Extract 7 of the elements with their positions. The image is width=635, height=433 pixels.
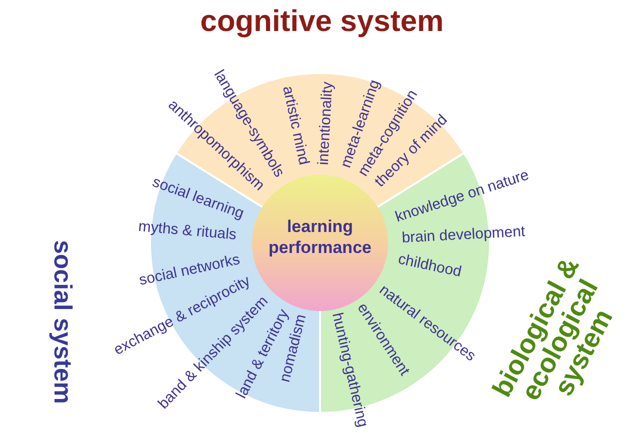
sector-label: childhood bbox=[396, 252, 463, 282]
system-heading: social system bbox=[50, 239, 74, 406]
sector-label: brain development bbox=[401, 224, 526, 247]
sector-label: myths & rituals bbox=[138, 218, 238, 244]
center-label: learning performance bbox=[268, 216, 372, 258]
system-heading: cognitive system bbox=[199, 7, 445, 37]
sector-label: intentionality bbox=[316, 81, 337, 166]
